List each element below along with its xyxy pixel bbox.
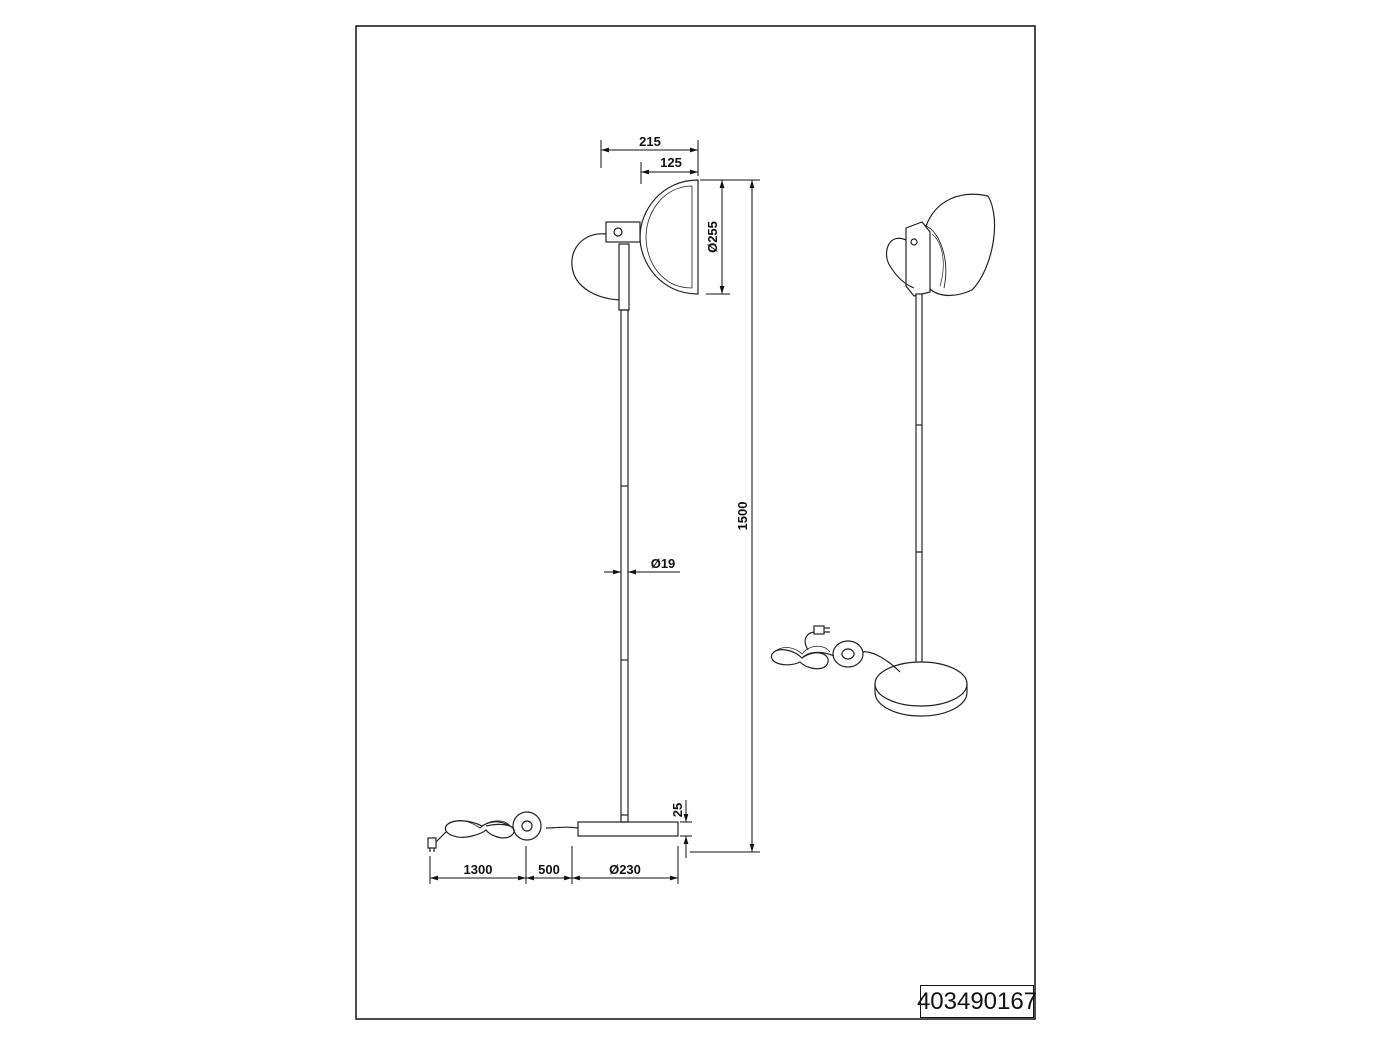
dim-shade-diameter-label: Ø255 [705, 221, 720, 253]
dim-base-diameter-label: Ø230 [609, 862, 641, 877]
perspective-cable [861, 651, 901, 673]
dim-125-label: 125 [660, 155, 682, 170]
perspective-cable-loop [885, 237, 915, 289]
dim-cable-length-label: 1300 [464, 862, 493, 877]
perspective-base-rim [874, 684, 968, 717]
article-number: 403490167 [916, 987, 1038, 1015]
side-foot-switch [512, 811, 542, 841]
perspective-view-lamp [770, 193, 996, 717]
dim-base-height-label: 25 [670, 803, 685, 817]
perspective-mount [905, 221, 931, 297]
side-shade [639, 179, 699, 295]
dim-215-label: 215 [639, 134, 661, 149]
perspective-pole [915, 293, 923, 687]
dim-pole-diameter-label: Ø19 [651, 556, 676, 571]
dimension-lines [429, 140, 760, 884]
side-pole [620, 309, 629, 823]
side-base [577, 821, 679, 837]
article-number-box: 403490167 [916, 985, 1038, 1018]
side-view-lamp [427, 179, 699, 852]
dim-total-height-label: 1500 [735, 502, 750, 531]
perspective-shade [919, 193, 996, 297]
perspective-cable-coil [770, 649, 835, 670]
dim-switch-distance-label: 500 [538, 862, 560, 877]
perspective-foot-switch [832, 640, 864, 668]
perspective-base-top [874, 661, 968, 707]
side-cable [545, 826, 579, 829]
side-cable-coil [435, 820, 515, 843]
side-cable-loop [571, 233, 625, 301]
drawing-frame [355, 25, 1036, 1020]
side-mount-block [605, 221, 641, 243]
